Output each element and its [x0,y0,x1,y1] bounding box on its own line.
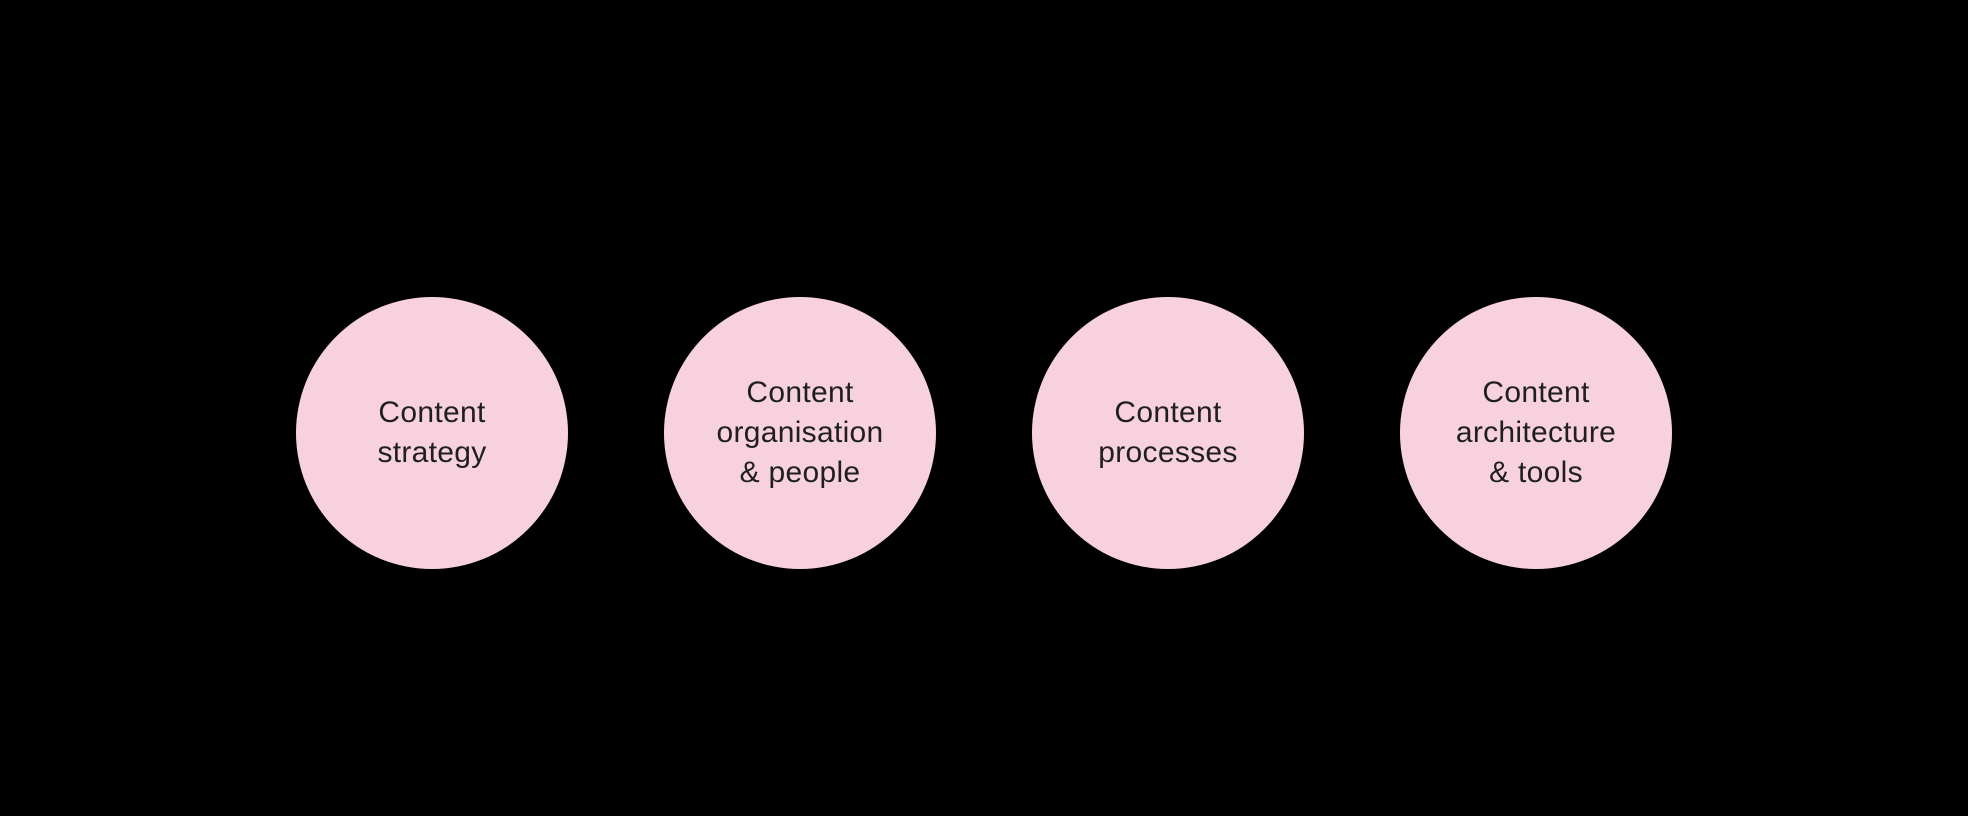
circle-content-strategy-label: Content strategy [377,396,487,469]
circle-content-architecture-tools-label: Content architecture & tools [1455,376,1617,489]
circle-content-processes: Content processes [1032,297,1304,569]
circle-content-organisation-people: Content organisation & people [664,297,936,569]
circle-content-processes-label: Content processes [1098,396,1238,469]
circles-row: Content strategy Content organisation & … [0,297,1968,569]
circle-content-strategy: Content strategy [296,297,568,569]
circle-content-architecture-tools: Content architecture & tools [1400,297,1672,569]
circle-content-organisation-people-label: Content organisation & people [716,376,884,489]
